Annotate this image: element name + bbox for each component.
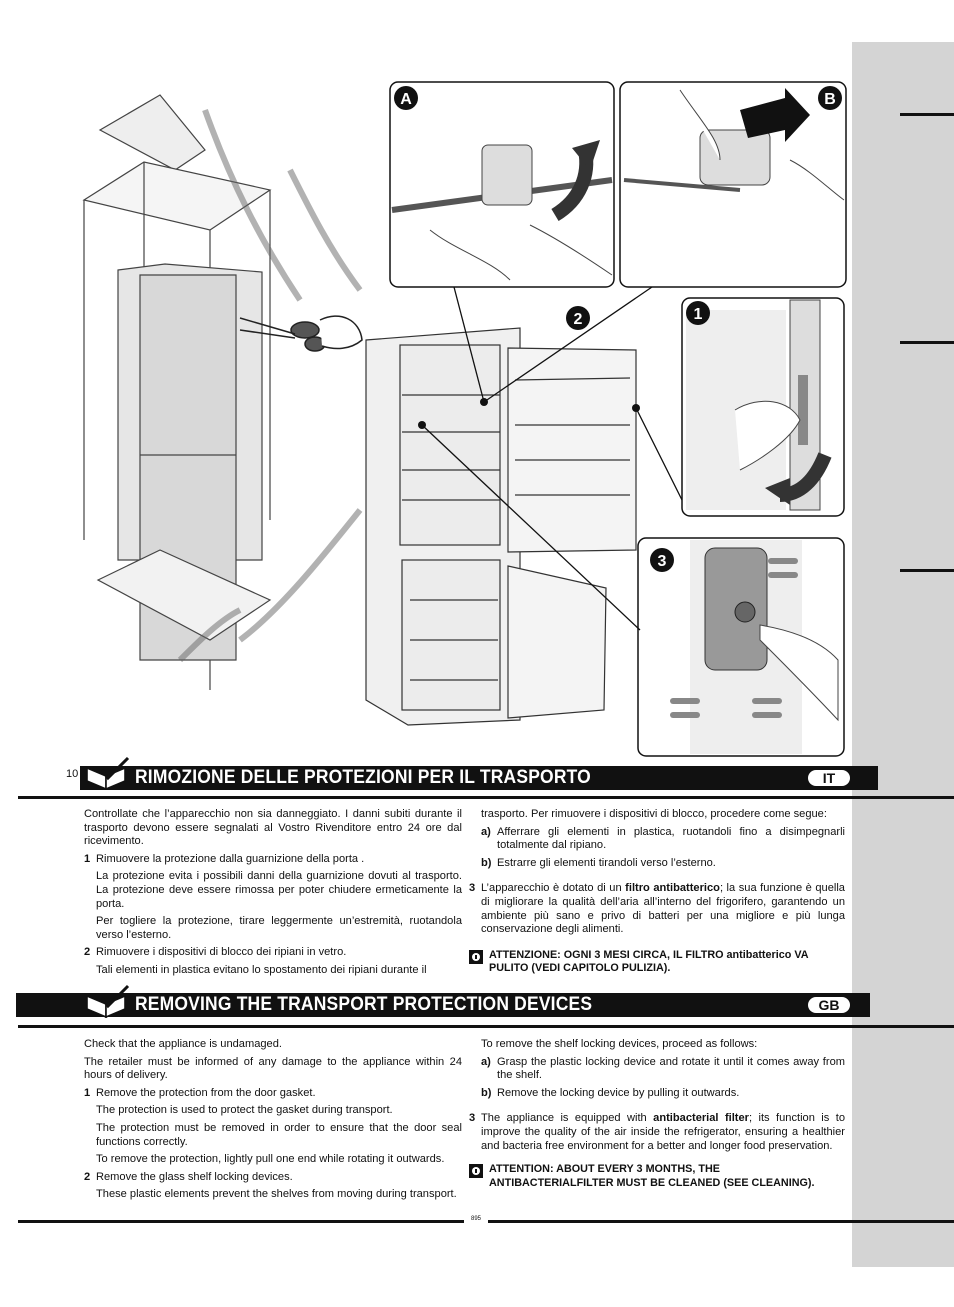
gb-column-right: To remove the shelf locking devices, pro… [469, 1038, 845, 1190]
it-section-title: RIMOZIONE DELLE PROTEZIONI PER IL TRASPO… [135, 767, 591, 788]
gb-step-1-text: To remove the protection, lightly pull o… [96, 1153, 445, 1166]
it-intro: Controllate che l’apparecchio non sia da… [84, 808, 462, 848]
gb-language-badge: GB [808, 997, 850, 1013]
installation-illustration: A B 2 1 [82, 81, 847, 757]
it-column-left: Controllate che l’apparecchio non sia da… [84, 808, 462, 982]
section-rule [18, 1025, 954, 1028]
panel-3: 3 [637, 537, 845, 757]
footer-rule [18, 1220, 464, 1223]
gb-substep-a: a) Grasp the plastic locking device and … [481, 1055, 845, 1082]
gb-step-2-text: These plastic elements prevent the shelv… [96, 1188, 457, 1201]
panel-label: B [824, 91, 836, 108]
it-warning: ATTENZIONE: OGNI 3 MESI CIRCA, IL FILTRO… [469, 949, 845, 976]
it-step-1: 1 Rimuovere la protezione dalla guarnizi… [84, 852, 365, 865]
panel-a: A [389, 81, 615, 288]
packaging-drawing [82, 94, 363, 690]
panel-b: B [619, 81, 847, 288]
sidebar-tab [900, 113, 954, 116]
gb-warning: ATTENTION: ABOUT EVERY 3 MONTHS, THE ANT… [469, 1163, 845, 1190]
gb-check: Check that the appliance is undamaged. [84, 1038, 282, 1050]
warning-icon [469, 949, 483, 964]
gb-section-title: REMOVING THE TRANSPORT PROTECTION DEVICE… [135, 994, 593, 1015]
gb-step-2: 2 Remove the glass shelf locking devices… [84, 1170, 293, 1183]
step-2-marker: 2 [566, 306, 590, 330]
it-continuation: trasporto. Per rimuovere i dispositivi d… [481, 808, 827, 820]
panel-1: 1 [681, 297, 845, 517]
gb-header-bar [16, 993, 870, 1017]
it-step-3: 3 L’apparecchio è dotato di un filtro an… [469, 882, 845, 936]
it-step-2: 2 Rimuovere i dispositivi di blocco dei … [84, 946, 347, 959]
it-step-1-text: La protezione evita i possibili danni de… [96, 870, 462, 910]
leader-lines [421, 286, 683, 631]
panel-label: 2 [574, 311, 583, 328]
it-header-bar [80, 766, 878, 790]
warning-icon [469, 1164, 483, 1179]
it-substep-a: a) Afferrare gli elementi in plastica, r… [481, 825, 845, 852]
book-check-icon [86, 984, 130, 1018]
footer-code: 895 [471, 1216, 482, 1222]
footer-rule [488, 1220, 954, 1223]
sidebar-tab [900, 569, 954, 572]
gb-step-1: 1 Remove the protection from the door ga… [84, 1086, 316, 1099]
it-substep-b: b) Estrarre gli elementi tirandoli verso… [481, 856, 716, 869]
gb-substep-b: b) Remove the locking device by pulling … [481, 1086, 740, 1099]
gb-intro: To remove the shelf locking devices, pro… [481, 1038, 758, 1050]
panel-label: 3 [658, 553, 667, 570]
gb-step-1-text: The protection must be removed in order … [96, 1121, 462, 1148]
gb-retailer: The retailer must be informed of any dam… [84, 1055, 462, 1082]
page-number: 10 [66, 768, 79, 780]
gb-column-left: Check that the appliance is undamaged. T… [84, 1038, 462, 1206]
scissors-drawing [239, 315, 363, 352]
page-sidebar [852, 42, 954, 1267]
panel-label: A [400, 91, 412, 108]
it-step-2-text: Tali elementi in plastica evitano lo spo… [96, 963, 427, 976]
it-language-badge: IT [808, 770, 850, 786]
it-step-1-text: Per togliere la protezione, tirare legge… [96, 915, 462, 941]
gb-step-3: 3 The appliance is equipped with antibac… [469, 1112, 845, 1152]
section-rule [18, 796, 954, 799]
it-column-right: trasporto. Per rimuovere i dispositivi d… [469, 808, 845, 976]
gb-step-1-text: The protection is used to protect the ga… [96, 1104, 393, 1117]
fridge-drawing [365, 327, 637, 726]
book-check-icon [86, 756, 130, 790]
panel-label: 1 [694, 306, 703, 323]
sidebar-tab [900, 341, 954, 344]
